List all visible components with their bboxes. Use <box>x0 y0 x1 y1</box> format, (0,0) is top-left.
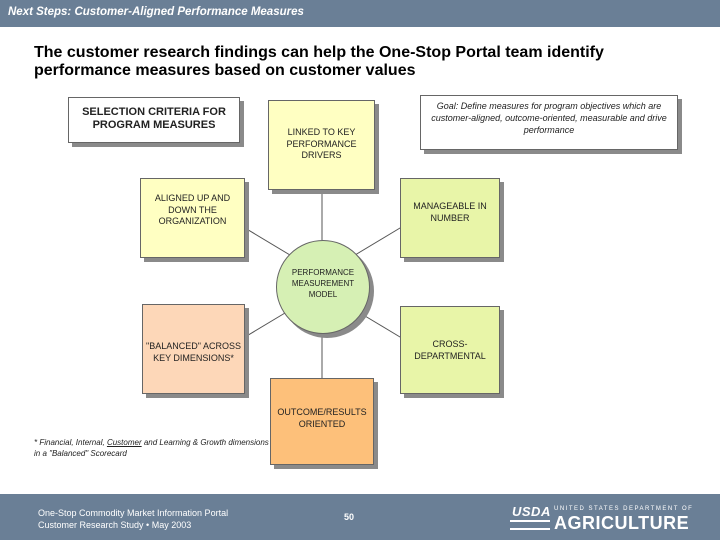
node-cross-departmental: CROSS-DEPARTMENTAL <box>400 306 500 394</box>
slide-title: Next Steps: Customer-Aligned Performance… <box>8 6 304 18</box>
selection-criteria-label: SELECTION CRITERIA FOR PROGRAM MEASURES <box>68 97 240 143</box>
footer-line-1: One-Stop Commodity Market Information Po… <box>38 508 229 518</box>
performance-measurement-model-hub: PERFORMANCE MEASUREMENT MODEL <box>276 240 370 334</box>
usda-agriculture-text: AGRICULTURE <box>554 513 690 533</box>
goal-box: Goal: Define measures for program object… <box>420 95 678 150</box>
node-aligned-up-and-down: ALIGNED UP AND DOWN THE ORGANIZATION <box>140 178 245 258</box>
node-manageable-in-number: MANAGEABLE IN NUMBER <box>400 178 500 258</box>
usda-dept-text: UNITED STATES DEPARTMENT OF <box>554 506 694 512</box>
footnote-text: * Financial, Internal, Customer and Lear… <box>34 438 269 458</box>
node-linked-to-key-drivers: LINKED TO KEY PERFORMANCE DRIVERS <box>268 100 375 190</box>
footer-bar: One-Stop Commodity Market Information Po… <box>0 494 720 540</box>
title-bar: Next Steps: Customer-Aligned Performance… <box>0 0 720 27</box>
footnote: * Financial, Internal, Customer and Lear… <box>34 437 274 459</box>
footer-line-2: Customer Research Study • May 2003 <box>38 520 192 530</box>
usda-logo: USDA UNITED STATES DEPARTMENT OF AGRICUL… <box>510 500 710 536</box>
usda-wave-icon <box>510 520 550 530</box>
slide-heading: The customer research findings can help … <box>34 44 604 79</box>
usda-mark: USDA <box>512 504 551 519</box>
node-outcome-results-oriented: OUTCOME/RESULTS ORIENTED <box>270 378 374 465</box>
footnote-underlined-word: Customer <box>106 438 142 447</box>
node-balanced-dimensions: "BALANCED" ACROSS KEY DIMENSIONS* <box>142 304 245 394</box>
page-number: 50 <box>344 512 355 522</box>
